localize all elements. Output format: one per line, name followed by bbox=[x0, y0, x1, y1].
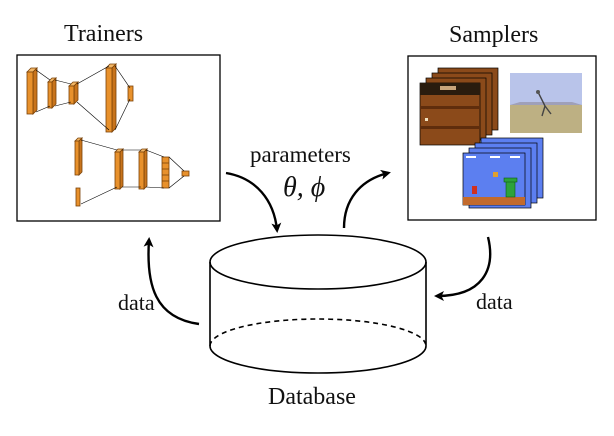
top-network-connections bbox=[35, 65, 131, 131]
game-stack-2 bbox=[462, 137, 544, 209]
bottom-layer-4 bbox=[161, 156, 170, 189]
bottom-layer-2 bbox=[114, 148, 124, 190]
top-layer-4 bbox=[105, 63, 117, 133]
simulation-screen bbox=[510, 73, 582, 133]
top-layer-2 bbox=[47, 77, 57, 109]
samplers-box bbox=[407, 55, 597, 221]
data-right-label: data bbox=[476, 289, 513, 314]
top-layer-5 bbox=[127, 85, 134, 102]
trainers-box bbox=[16, 54, 221, 222]
bottom-layer-3 bbox=[138, 148, 148, 190]
bottom-layer-1 bbox=[74, 137, 83, 176]
arrows bbox=[143, 169, 492, 326]
trainers-title: Trainers bbox=[64, 21, 144, 47]
parameters-label: parameters bbox=[250, 142, 351, 167]
arrow-trainers-to-db bbox=[225, 171, 282, 233]
samplers-title: Samplers bbox=[449, 22, 539, 48]
database-cylinder bbox=[209, 234, 427, 374]
arrow-samplers-to-db bbox=[434, 236, 492, 301]
bottom-network-connections bbox=[80, 139, 185, 205]
database-label: Database bbox=[268, 384, 356, 410]
arrow-db-to-trainers bbox=[143, 237, 200, 326]
top-network bbox=[26, 63, 134, 133]
top-layer-1 bbox=[26, 67, 38, 115]
data-left-label: data bbox=[118, 290, 155, 315]
theta-phi-label: θ, ϕ bbox=[283, 172, 326, 203]
bottom-layer-1b bbox=[75, 187, 81, 207]
top-layer-3 bbox=[68, 81, 79, 105]
bottom-layer-5 bbox=[181, 170, 190, 177]
game-stack-1 bbox=[419, 67, 499, 146]
arrow-db-to-samplers bbox=[342, 169, 391, 229]
